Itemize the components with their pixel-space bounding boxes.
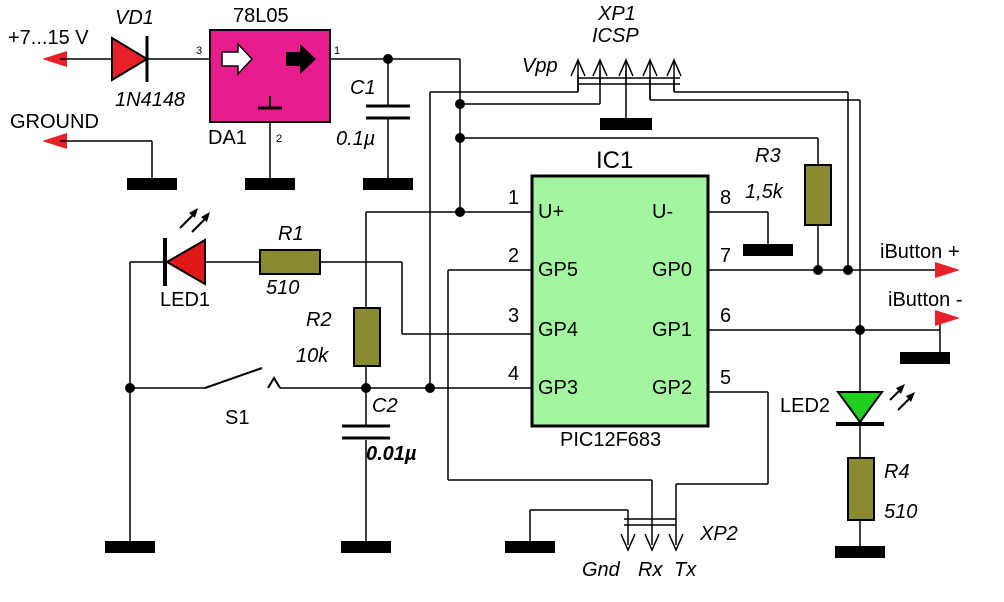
- r2-value-label: 10k: [296, 345, 329, 367]
- icsp-label: ICSP: [592, 25, 639, 47]
- vd1-label: VD1: [115, 7, 154, 29]
- ic-pin-labels: 1 U+ 2 GP5 3 GP4 4 GP3 5 GP2 6 GP1 7 GP0…: [508, 187, 731, 399]
- pin1-name: U+: [538, 201, 564, 223]
- r4-value-label: 510: [884, 501, 917, 523]
- vd1-type-label: 1N4148: [115, 89, 185, 111]
- xp2-rx-label: Rx: [638, 559, 663, 581]
- ibutton-minus-arrow-icon: [935, 310, 960, 326]
- led2-label: LED2: [780, 395, 830, 417]
- switch-s1: [204, 367, 281, 389]
- pin7-name: GP0: [652, 259, 692, 281]
- c2-label: C2: [372, 395, 398, 417]
- resistor-r3: [804, 164, 832, 226]
- text-labels: +7...15 V VD1 1N4148 78L05 DA1 3 1 2 GRO…: [8, 3, 962, 581]
- r3-label: R3: [755, 145, 781, 167]
- pin5-name: GP2: [652, 377, 692, 399]
- c1-value-label: 0.1µ: [336, 128, 375, 150]
- regulator-input-arrow-icon: [221, 42, 254, 76]
- led1-label: LED1: [160, 289, 210, 311]
- xp2-gnd-label: Gnd: [582, 559, 621, 581]
- pin6-name: GP1: [652, 319, 692, 341]
- wires: [75, 58, 941, 548]
- capacitor-c2: [342, 424, 390, 440]
- resistor-r4: [847, 457, 875, 521]
- ibutton-minus-label: iButton -: [888, 289, 962, 311]
- vd1-diode-icon: [111, 36, 149, 82]
- da1-pin1-label: 1: [334, 45, 340, 57]
- resistor-r1: [259, 249, 321, 275]
- ground-label: GROUND: [10, 111, 99, 133]
- pin2-number: 2: [508, 245, 519, 267]
- xp2-connector: [620, 533, 684, 552]
- pin7-number: 7: [720, 245, 731, 267]
- r2-label: R2: [306, 309, 332, 331]
- ic1-chip: [530, 174, 710, 428]
- ic-part-label: PIC12F683: [560, 429, 661, 451]
- resistor-r2: [353, 307, 381, 367]
- r3-value-label: 1,5k: [745, 181, 784, 203]
- da1-label: DA1: [208, 127, 247, 149]
- supply-arrow-icon: [42, 51, 67, 67]
- xp2-tx-label: Tx: [674, 559, 697, 581]
- r1-value-label: 510: [266, 277, 299, 299]
- xp1-connector: [570, 58, 682, 100]
- r4-label: R4: [884, 461, 910, 483]
- ic1-label: IC1: [596, 147, 633, 174]
- ibutton-plus-label: iButton +: [880, 241, 960, 263]
- led1-icon: [163, 208, 210, 286]
- da1-pin3-label: 3: [196, 45, 202, 57]
- regulator-da1: [209, 29, 331, 123]
- ground-arrow-icon: [42, 133, 67, 149]
- pin4-number: 4: [508, 363, 519, 385]
- supply-label: +7...15 V: [8, 27, 89, 49]
- ibutton-plus-arrow-icon: [935, 262, 960, 278]
- regulator-output-arrow-icon: [286, 44, 316, 74]
- ground-symbols: [105, 118, 950, 558]
- pin3-number: 3: [508, 305, 519, 327]
- pin3-name: GP4: [538, 319, 578, 341]
- pin1-number: 1: [508, 187, 519, 209]
- xp1-label: XP1: [597, 3, 636, 25]
- pin8-number: 8: [720, 187, 731, 209]
- c1-label: C1: [350, 77, 376, 99]
- pin8-name: U-: [652, 201, 673, 223]
- led2-icon: [836, 384, 915, 426]
- pin5-number: 5: [720, 367, 731, 389]
- vpp-label: Vpp: [522, 55, 558, 77]
- c2-value-label: 0.01µ: [366, 443, 417, 465]
- regulator-label: 78L05: [233, 5, 289, 27]
- s1-label: S1: [225, 407, 249, 429]
- r1-label: R1: [278, 223, 304, 245]
- pin6-number: 6: [720, 305, 731, 327]
- signal-arrows: [42, 51, 960, 326]
- pin2-name: GP5: [538, 259, 578, 281]
- junctions: [125, 54, 865, 393]
- xp2-label: XP2: [699, 523, 738, 545]
- pin4-name: GP3: [538, 377, 578, 399]
- da1-pin2-label: 2: [276, 133, 282, 145]
- capacitor-c1: [366, 104, 410, 120]
